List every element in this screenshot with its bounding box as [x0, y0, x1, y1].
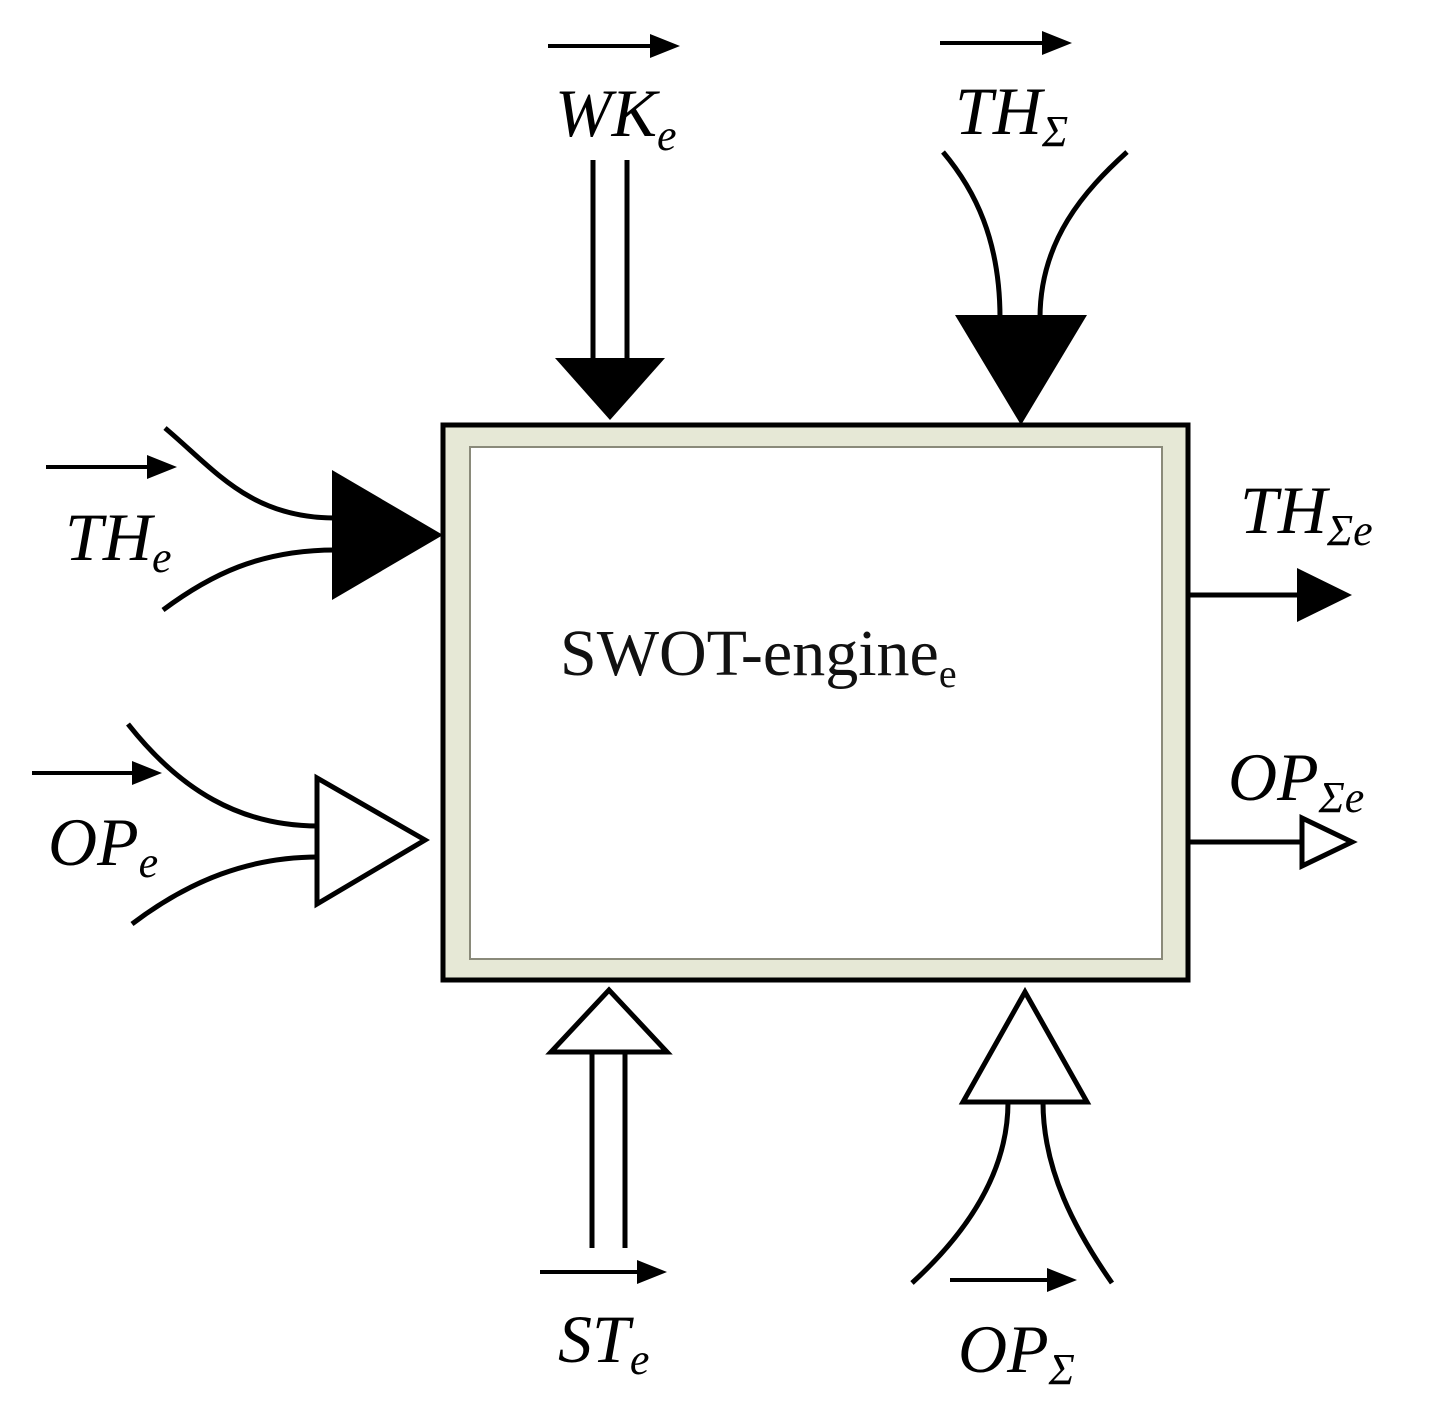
hollow-arrowhead-icon [314, 773, 430, 909]
op-sigma-e-output: OPΣe [1190, 739, 1364, 870]
st-e-input: STe [540, 986, 673, 1384]
op-sigma-label: OPΣ [958, 1311, 1075, 1394]
engine-subscript: e [939, 651, 957, 696]
op-e-input: OPe [32, 722, 430, 926]
vector-arrow-icon [147, 455, 177, 479]
engine-box [440, 422, 1191, 983]
vector-arrow-icon [132, 761, 162, 785]
vector-arrow-icon [1042, 31, 1072, 55]
th-sigma-input: THΣ [940, 31, 1129, 425]
engine-name: SWOT-engine [560, 617, 939, 690]
hollow-arrowhead-icon [958, 986, 1092, 1105]
hollow-arrowhead-icon [1299, 814, 1358, 870]
op-sigma-input: OPΣ [910, 986, 1115, 1394]
vector-arrow-icon [650, 34, 680, 58]
vector-arrow-icon [637, 1260, 667, 1284]
engine-label: SWOT-enginee [560, 617, 957, 696]
hollow-arrowhead-icon [545, 986, 673, 1055]
st-e-label: STe [558, 1301, 649, 1384]
filled-arrowhead-icon [955, 315, 1087, 425]
th-sigma-e-label: THΣe [1240, 472, 1373, 555]
filled-arrowhead-icon [1297, 568, 1352, 622]
vector-arrow-icon [1047, 1268, 1077, 1292]
th-e-input: THe [46, 426, 443, 613]
th-e-label: THe [65, 499, 171, 582]
op-e-label: OPe [48, 804, 158, 887]
op-sigma-e-label: OPΣe [1228, 739, 1364, 822]
th-sigma-label: THΣ [955, 73, 1068, 156]
th-sigma-e-output: THΣe [1190, 472, 1373, 622]
wk-e-input: WKe [548, 34, 680, 420]
filled-arrowhead-icon [555, 358, 665, 420]
filled-arrowhead-icon [332, 470, 443, 600]
wk-e-label: WKe [555, 75, 677, 160]
